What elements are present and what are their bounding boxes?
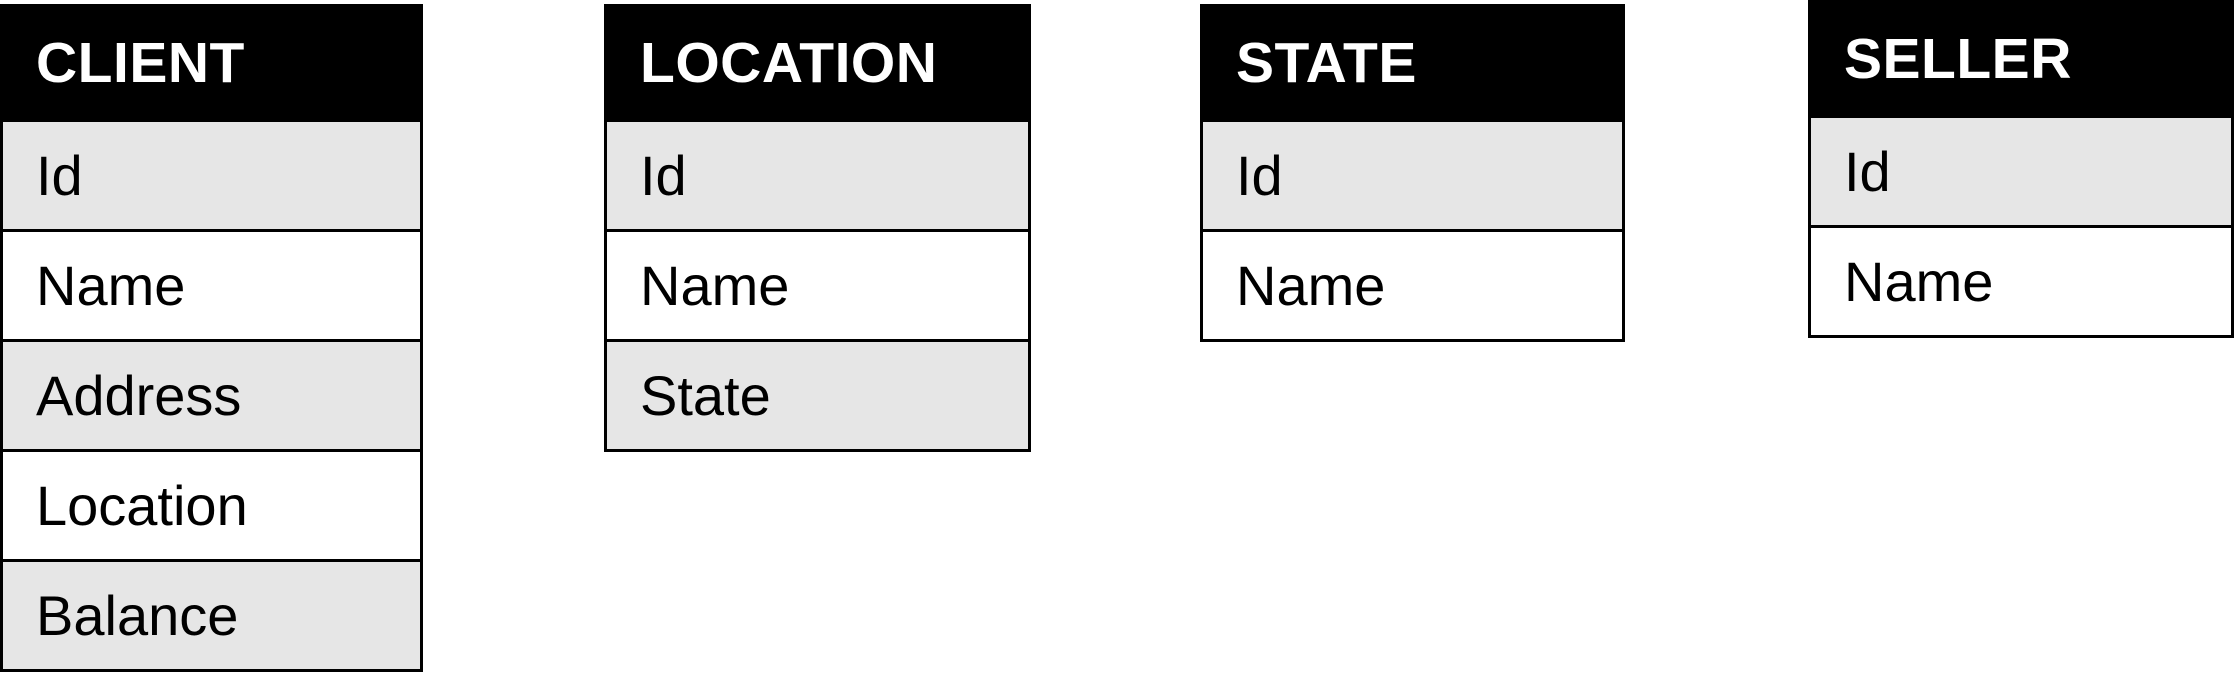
entity-state: STATE Id Name — [1200, 4, 1625, 342]
entity-location: LOCATION Id Name State — [604, 4, 1031, 452]
entity-title: SELLER — [1811, 3, 2231, 115]
entity-title: STATE — [1203, 7, 1622, 119]
entity-field: Location — [3, 449, 420, 559]
entity-field: Id — [1203, 119, 1622, 229]
entity-field: Id — [3, 119, 420, 229]
entity-title: CLIENT — [3, 7, 420, 119]
entity-field: Id — [1811, 115, 2231, 225]
entity-field: Name — [607, 229, 1028, 339]
entity-seller: SELLER Id Name — [1808, 0, 2234, 338]
entity-field: Balance — [3, 559, 420, 669]
entity-field: Id — [607, 119, 1028, 229]
entity-field: State — [607, 339, 1028, 449]
entity-field: Address — [3, 339, 420, 449]
entity-field: Name — [1811, 225, 2231, 335]
entity-title: LOCATION — [607, 7, 1028, 119]
entity-field: Name — [3, 229, 420, 339]
entity-client: CLIENT Id Name Address Location Balance — [0, 4, 423, 672]
entity-field: Name — [1203, 229, 1622, 339]
